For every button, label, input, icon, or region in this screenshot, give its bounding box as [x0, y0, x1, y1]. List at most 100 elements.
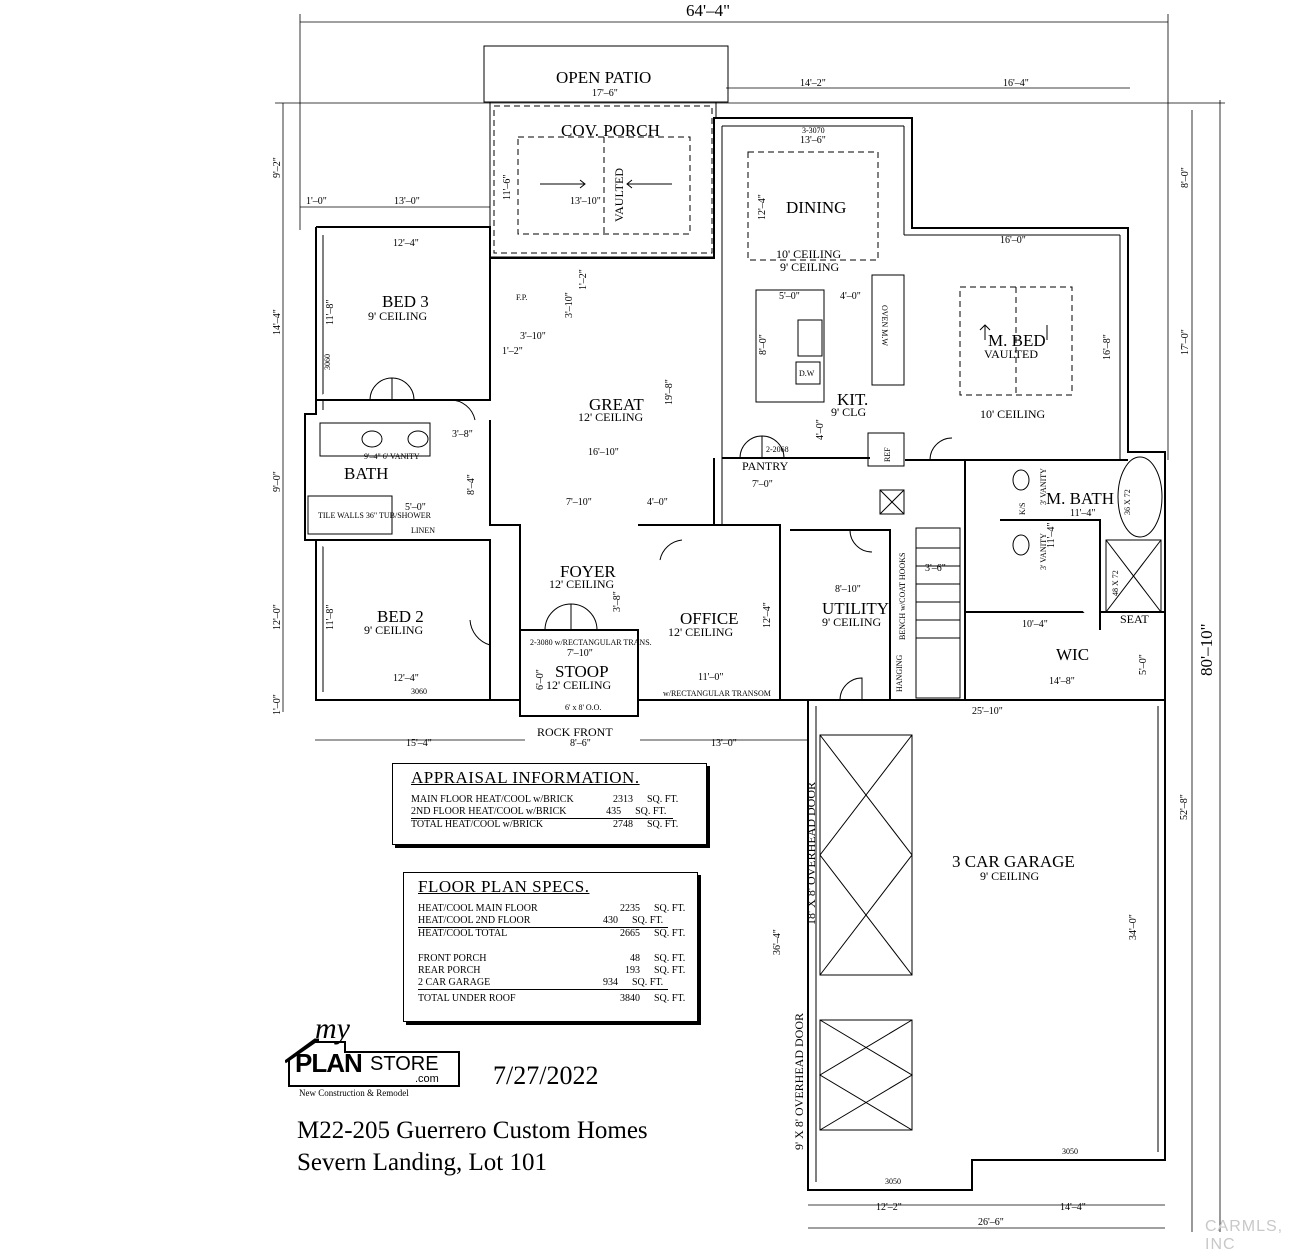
utility-hanging: HANGING: [895, 654, 904, 692]
office-label: OFFICE: [680, 609, 739, 628]
bed2-side: 11'–8": [325, 604, 336, 630]
m-bed-label: M. BED: [988, 331, 1046, 350]
cov-porch-vaulted: VAULTED: [612, 168, 626, 222]
dining-dim: 13'–6": [800, 135, 826, 146]
great-d2: 3'–10": [564, 292, 575, 318]
kitchen-side: 4'–0": [815, 419, 826, 440]
great-fp: F.P.: [516, 293, 527, 302]
bed3-window: 3060: [323, 354, 332, 370]
great-d3: 1'–2": [502, 346, 523, 357]
bath-dim: 3'–8": [452, 429, 473, 440]
garage-side2: 36'–4": [772, 929, 783, 955]
bed3-side: 11'–8": [325, 299, 336, 325]
stoop-label: STOOP: [555, 662, 609, 681]
room-labels: OPEN PATIO 17'–6" COV. PORCH 13'–10" VAU…: [318, 68, 1190, 1186]
great-side: 19'–8": [664, 379, 675, 405]
kitchen-ref: REF: [883, 447, 892, 462]
great-d4: 1'–2": [578, 269, 589, 290]
kitchen-island-dim: 5'–0": [779, 291, 800, 302]
dining-ceiling: 10' CEILING: [776, 247, 841, 261]
logo-store: STORE: [370, 1053, 439, 1075]
great-label: GREAT: [589, 395, 644, 414]
dim-bottom-garage2: 14'–4": [1060, 1202, 1086, 1213]
dim-right-b: 17'–0": [1180, 329, 1191, 355]
cov-porch-dim: 13'–10": [570, 196, 601, 207]
watermark: CARMLS, INC: [1205, 1218, 1284, 1253]
m-bed-vaulted: VAULTED: [984, 347, 1038, 361]
plan-title: M22-205 Guerrero Custom Homes Severn Lan…: [297, 1115, 648, 1179]
m-bed-dim: 16'–0": [1000, 235, 1026, 246]
bed3-label: BED 3: [382, 292, 429, 311]
rock-front-label: ROCK FRONT: [537, 725, 613, 739]
kitchen-cabinets: [747, 151, 905, 467]
m-bed-side: 16'–8": [1102, 334, 1113, 360]
dim-left-e: 1'–0": [272, 694, 283, 715]
wic-dim: 10'–4": [1022, 619, 1048, 630]
overall-width: 64'–4": [686, 1, 730, 20]
door-swings: [369, 377, 953, 701]
pantry-door: 2-2068: [766, 445, 789, 454]
dim-fc: 7'–0": [752, 479, 773, 490]
pantry-label: PANTRY: [742, 459, 789, 473]
great-d1: 3'–10": [520, 331, 546, 342]
bed2-ceiling: 9' CEILING: [364, 623, 423, 637]
my-plan-store-logo: my PLAN STORE .com New Construction & Re…: [285, 1012, 475, 1103]
rock-front-dim: 8'–6": [570, 738, 591, 749]
office-dim: 11'–0": [698, 672, 724, 683]
cov-porch-label: COV. PORCH: [561, 121, 660, 140]
dim-left-a: 9'–2": [272, 157, 283, 178]
dining-side: 12'–4": [757, 194, 768, 220]
utility-label: UTILITY: [822, 599, 889, 618]
m-bath-tub: 36 X 72: [1123, 489, 1132, 515]
kitchen-ceiling: 9' CLG: [831, 405, 866, 419]
dim-hall: 8'–4": [466, 474, 477, 495]
m-bath-dim: 11'–4": [1070, 508, 1096, 519]
great-dim: 16'–10": [588, 447, 619, 458]
bed3-ceiling: 9' CEILING: [368, 309, 427, 323]
utility-bench: BENCH w/COAT HOOKS: [898, 553, 907, 640]
m-bed-ceiling: 10' CEILING: [980, 407, 1045, 421]
m-bath-side: 11'–4": [1046, 522, 1057, 548]
dim-mid-garage: 25'–10": [972, 706, 1003, 717]
kitchen-oven: OVEN M.W: [880, 305, 889, 346]
plan-title-line1: M22-205 Guerrero Custom Homes: [297, 1117, 648, 1144]
office-window: w/RECTANGULAR TRANSOM: [663, 689, 771, 698]
bath-linen: LINEN: [411, 526, 435, 535]
bed2-window: 3060: [411, 687, 427, 696]
dim-top-right2: 16'–4": [1003, 78, 1029, 89]
stoop-door: 2-3080 w/RECTANGULAR TRANS.: [530, 638, 652, 647]
foyer-dim2: 4'–0": [647, 497, 668, 508]
dining-ceiling2: 9' CEILING: [780, 260, 839, 274]
logo-com: .com: [415, 1073, 439, 1085]
bed3-dim: 12'–4": [393, 238, 419, 249]
specs-title: FLOOR PLAN SPECS.: [418, 877, 590, 896]
bath-vanity: 9'–4" 6' VANITY: [364, 452, 420, 461]
wic-side: 5'–0": [1138, 654, 1149, 675]
dim-bottom-garage3: 26'–6": [978, 1217, 1004, 1228]
garage-door2: 9' X 8' OVERHEAD DOOR: [792, 1013, 806, 1150]
bath-fixtures: [307, 422, 1163, 613]
logo-plan: PLAN: [295, 1048, 363, 1078]
bath-tub: TILE WALLS 36" TUB/SHOWER: [318, 511, 432, 520]
m-bath-label: M. BATH: [1046, 489, 1114, 508]
dim-left-b: 14'–4": [272, 309, 283, 335]
logo-tagline: New Construction & Remodel: [299, 1088, 409, 1098]
bed2-dim: 12'–4": [393, 673, 419, 684]
stoop-dim: 7'–10": [567, 648, 593, 659]
m-bath-seat: SEAT: [1120, 612, 1149, 626]
kitchen-island-h: 8'–0": [758, 334, 769, 355]
dim-left-c: 9'–0": [272, 471, 283, 492]
dim-top-right1: 14'–2": [800, 78, 826, 89]
utility-ceiling: 9' CEILING: [822, 615, 881, 629]
kitchen-island-dim2: 4'–0": [840, 291, 861, 302]
appraisal-table: APPRAISAL INFORMATION. MAIN FLOOR HEAT/C…: [392, 763, 707, 845]
garage-label: 3 CAR GARAGE: [952, 852, 1075, 871]
stairs: [879, 489, 961, 699]
